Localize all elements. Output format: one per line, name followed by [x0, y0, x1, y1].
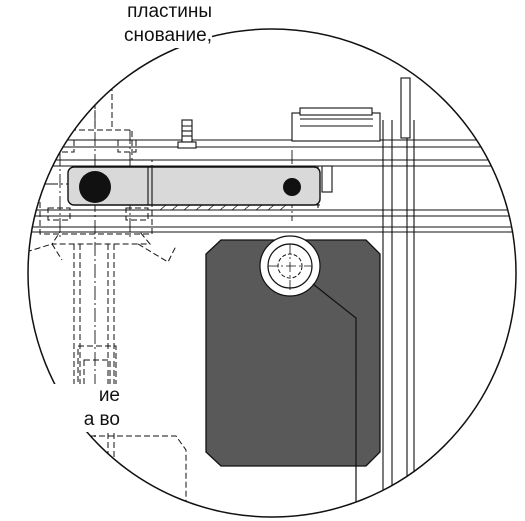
clamp-block	[291, 107, 381, 142]
caption-top-line-1: пластины	[127, 1, 212, 22]
leader-line	[312, 283, 357, 517]
caption-bottom: ие а во	[0, 384, 120, 432]
link-arm	[67, 166, 321, 206]
small-pivot-hole	[283, 178, 301, 196]
bolt-stud	[177, 119, 197, 149]
caption-top-line-2: снование,	[124, 25, 212, 46]
right-frame-posts	[382, 77, 415, 517]
hidden-lines-left	[28, 40, 187, 517]
caption-bottom-line-2: а во	[83, 409, 120, 430]
plate	[205, 239, 381, 467]
large-pivot-hole	[79, 171, 111, 203]
caption-top: пластины снование,	[0, 0, 212, 48]
threaded-rod	[150, 204, 320, 211]
caption-bottom-line-1: ие	[98, 385, 120, 406]
lower-rail	[28, 209, 516, 233]
plate-bolt	[259, 235, 321, 297]
top-rail	[28, 139, 516, 167]
detail-view-circle	[27, 28, 517, 518]
